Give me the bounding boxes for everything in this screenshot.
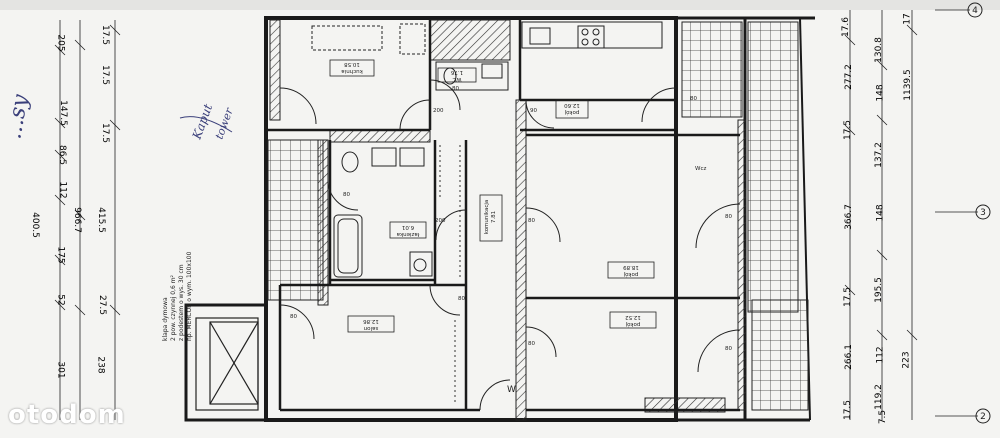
door-label-2: 80 xyxy=(452,86,459,92)
balcony-top xyxy=(681,21,743,118)
axis-markers xyxy=(935,2,991,424)
terrace-right-lower xyxy=(751,299,809,411)
misc-label-wcz: Wcz xyxy=(695,166,706,172)
structural-walls xyxy=(269,19,747,421)
door-label-7: 80 xyxy=(725,214,732,220)
door-label-9: 80 xyxy=(528,341,535,347)
terrace-right xyxy=(747,21,799,313)
interior-walls xyxy=(266,20,740,412)
dashed-lines xyxy=(439,145,461,405)
axis-marker-3: 3 xyxy=(980,208,986,218)
room-label-boxes xyxy=(329,59,657,333)
kitchen-fixtures xyxy=(311,21,663,55)
misc-label-w: W xyxy=(507,385,516,395)
watermark-logo: otodom xyxy=(8,400,126,430)
stair-shaft xyxy=(195,317,259,411)
axis-marker-2: 2 xyxy=(980,412,986,422)
doors xyxy=(279,79,741,411)
right-dimension-lines xyxy=(844,10,918,420)
door-label-10: 80 xyxy=(725,346,732,352)
bathroom-fixtures xyxy=(333,147,433,278)
door-label-12: 80 xyxy=(343,192,350,198)
door-label-6: 80 xyxy=(528,218,535,224)
door-label-1: 200 xyxy=(433,108,444,114)
door-label-11: 80 xyxy=(290,314,297,320)
door-label-3: 90 xyxy=(530,108,537,114)
door-label-5: 200 xyxy=(435,218,446,224)
balcony-left xyxy=(267,139,324,301)
handwritten-arrow xyxy=(179,116,233,133)
door-label-4: 80 xyxy=(690,96,697,102)
door-label-8: 80 xyxy=(458,296,465,302)
left-dimension-lines xyxy=(54,20,121,420)
outer-walls xyxy=(184,16,815,422)
axis-marker-4: 4 xyxy=(972,6,978,16)
